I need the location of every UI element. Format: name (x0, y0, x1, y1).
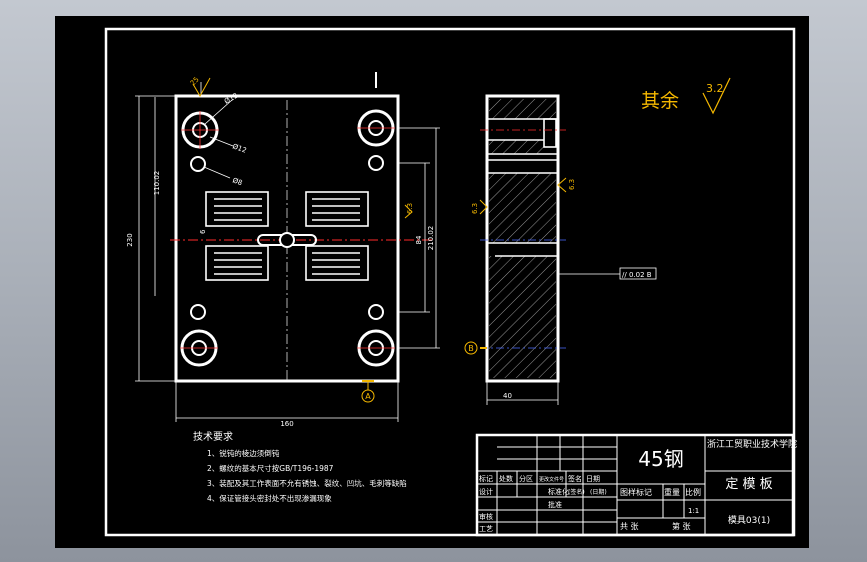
hatch-mid (489, 140, 544, 154)
design-date: (日期) (590, 488, 607, 496)
rough-side2-value: 6.3 (568, 179, 576, 190)
roughness-note-symbol (702, 77, 731, 115)
dim-hole-d3: Ø8 (231, 176, 243, 187)
title-sheets-total: 共 张 (620, 522, 639, 531)
design-label: 设计 (479, 487, 493, 496)
cavity-group (205, 191, 369, 281)
rough-right-value: 6.3 (406, 203, 414, 214)
drawing-sheet (55, 16, 809, 548)
note-item-2: 2、螺纹的基本尺寸按GB/T196-1987 (207, 463, 334, 473)
dim-inner-height: 210.02 (427, 226, 435, 251)
title-school: 浙江工贸职业技术学院 (707, 438, 797, 450)
dim-width: 160 (280, 420, 293, 428)
datum-a-label: A (365, 392, 371, 401)
process-label: 工艺 (479, 525, 493, 533)
roughness-symbol-top (192, 77, 211, 98)
notes-title: 技术要求 (193, 430, 233, 443)
screw-hole-1 (190, 156, 206, 172)
roughness-note-value: 3.2 (706, 82, 724, 95)
note-item-3: 3、装配及其工作表面不允有锈蚀、裂纹、凹坑、毛刺等缺陷 (207, 478, 407, 488)
roughness-symbol-side (479, 177, 567, 215)
screw-hole-4 (368, 304, 384, 320)
dim-inner-small: 110.02 (153, 171, 161, 196)
note-item-1: 1、锐钝的棱边须倒钝 (207, 448, 280, 458)
title-sheet-no: 第 张 (672, 521, 691, 531)
title-weight: 重量 (664, 487, 680, 497)
row-label-count: 处数 (499, 474, 513, 483)
side-view: 40 // 0.02 B B 6.3 6.3 (464, 94, 657, 405)
title-drawing-no: 模具03(1) (728, 515, 770, 526)
datum-a-circle (361, 389, 375, 403)
guide-hole-bottom-right (357, 329, 395, 367)
title-scale: 1:1 (688, 507, 699, 515)
row-label-sign: 签名 (568, 474, 582, 483)
technical-notes: 技术要求 1、锐钝的棱边须倒钝 2、螺纹的基本尺寸按GB/T196-1987 3… (193, 430, 407, 503)
guide-hole-top-left (181, 111, 219, 149)
drawing-frame (104, 27, 796, 537)
design-sign: (签名) (568, 488, 585, 496)
dim-6: 6 (199, 229, 207, 234)
plate-outline (174, 94, 400, 383)
title-block-grid (475, 433, 795, 537)
dimension-lines (135, 82, 440, 422)
hatch-upper (489, 173, 556, 243)
front-view: 230 110.02 160 84 210.02 Ø12 Ø12 Ø8 6 25… (126, 72, 440, 428)
guide-hole-bottom-left (180, 329, 218, 367)
title-material: 45钢 (638, 447, 683, 471)
title-stage: 图样标记 (620, 487, 652, 497)
roughness-symbol-right (404, 204, 413, 219)
note-item-4: 4、保证管接头密封处不出现渗漏现象 (207, 493, 332, 503)
standard-label: 标准化 (548, 487, 569, 496)
approve-label: 批准 (548, 500, 562, 509)
guide-hole-top-right (357, 109, 395, 147)
row-label-date: 日期 (586, 475, 600, 483)
row-label-mark: 标记 (479, 474, 493, 483)
flatness-text: // 0.02 B (622, 271, 652, 279)
rough-top-value: 25 (189, 75, 201, 87)
dim-thickness: 40 (503, 392, 512, 400)
screw-hole-2 (368, 155, 384, 171)
hatch-top (489, 99, 556, 119)
title-ratio: 比例 (685, 487, 701, 497)
row-label-change: 更改文件号 (539, 476, 564, 483)
datum-b-circle (464, 341, 478, 355)
screw-hole-3 (190, 304, 206, 320)
side-outline (485, 94, 560, 383)
review-label: 审核 (479, 512, 493, 521)
row-label-zone: 分区 (519, 474, 533, 483)
title-part-name: 定 模 板 (725, 477, 772, 492)
flatness-frame (619, 267, 657, 280)
dim-hole-d: Ø12 (223, 92, 239, 106)
roughness-note-text: 其余 (641, 90, 679, 112)
dim-84: 84 (415, 235, 423, 244)
datum-b-label: B (468, 344, 474, 353)
dim-hole-d2: Ø12 (231, 142, 247, 154)
sprue-hole (279, 232, 295, 248)
rough-side1-value: 6.3 (471, 203, 479, 214)
dim-height: 230 (126, 233, 134, 246)
hatch-lower (489, 256, 556, 378)
